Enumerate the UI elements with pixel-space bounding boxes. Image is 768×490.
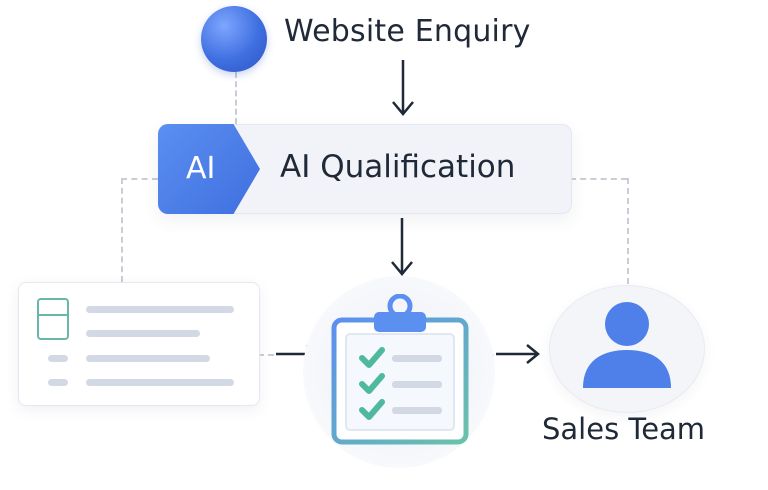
form-line <box>86 355 210 362</box>
connector-right-horizontal <box>570 178 627 180</box>
form-line <box>48 355 68 362</box>
form-line <box>86 330 200 337</box>
ai-badge-label: AI <box>186 151 216 186</box>
connector-left-horizontal <box>121 178 158 180</box>
connector-left-vertical <box>121 178 123 282</box>
person-icon <box>583 302 671 388</box>
arrow-down-icon <box>391 218 413 276</box>
arrow-down-icon <box>392 60 414 116</box>
start-node-label: Website Enquiry <box>284 14 531 49</box>
form-icon <box>37 298 69 340</box>
arrow-right-icon <box>496 344 540 364</box>
form-line <box>86 379 234 386</box>
sales-team-label: Sales Team <box>542 412 706 446</box>
clipboard-checklist-icon <box>331 294 469 445</box>
connector-form-to-clipboard <box>258 354 274 356</box>
start-node-icon <box>201 6 267 72</box>
form-line <box>48 379 68 386</box>
connector-start-down <box>235 72 237 124</box>
connector-right-vertical <box>627 178 629 284</box>
ai-qualification-label: AI Qualification <box>280 149 516 185</box>
form-line <box>86 306 234 313</box>
